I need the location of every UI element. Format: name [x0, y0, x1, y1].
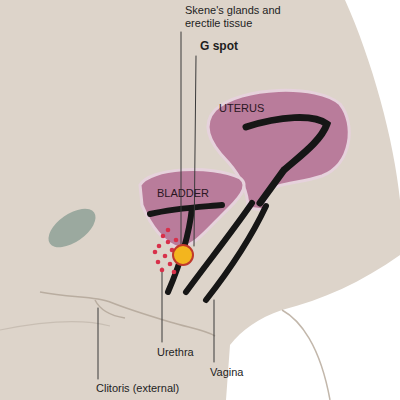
erectile-tissue-dot	[166, 228, 171, 233]
part-label: Clitoris (external)	[96, 382, 179, 395]
part-label: Skene's glands and erectile tissue	[185, 4, 285, 29]
erectile-tissue-dot	[156, 260, 161, 265]
erectile-tissue-dot	[160, 268, 165, 273]
organ-shape: BLADDER	[135, 165, 250, 260]
leader-line	[98, 308, 99, 379]
uterine-canal	[246, 118, 327, 203]
organ-label: BLADDER	[157, 187, 209, 200]
g-spot-marker	[173, 245, 193, 265]
erectile-tissue-dot	[172, 270, 177, 275]
erectile-tissue-dot	[168, 262, 173, 267]
erectile-tissue-dot	[161, 234, 166, 239]
leader-line	[214, 300, 215, 362]
urethra-tube	[168, 208, 192, 292]
organ-outline	[135, 165, 250, 260]
erectile-tissue-dot	[157, 244, 162, 249]
part-label: Urethra	[157, 346, 194, 359]
thigh-contour	[0, 322, 110, 330]
leader-line	[194, 56, 196, 246]
erectile-tissue-dot	[153, 250, 158, 255]
bladder-neck	[150, 205, 222, 214]
erectile-tissue-dot	[163, 254, 168, 259]
pubic-bone	[42, 201, 102, 255]
erectile-tissue-dot	[166, 240, 171, 245]
part-label: Vagina	[210, 366, 243, 379]
organ-label: UTERUS	[219, 102, 264, 115]
labia-contour	[95, 300, 125, 318]
leader-line	[181, 32, 182, 244]
leader-line	[162, 268, 163, 342]
vulva-contour	[40, 292, 215, 336]
buttock-contour	[282, 310, 330, 400]
erectile-tissue-dot	[174, 238, 179, 243]
part-label: G spot	[200, 40, 238, 54]
